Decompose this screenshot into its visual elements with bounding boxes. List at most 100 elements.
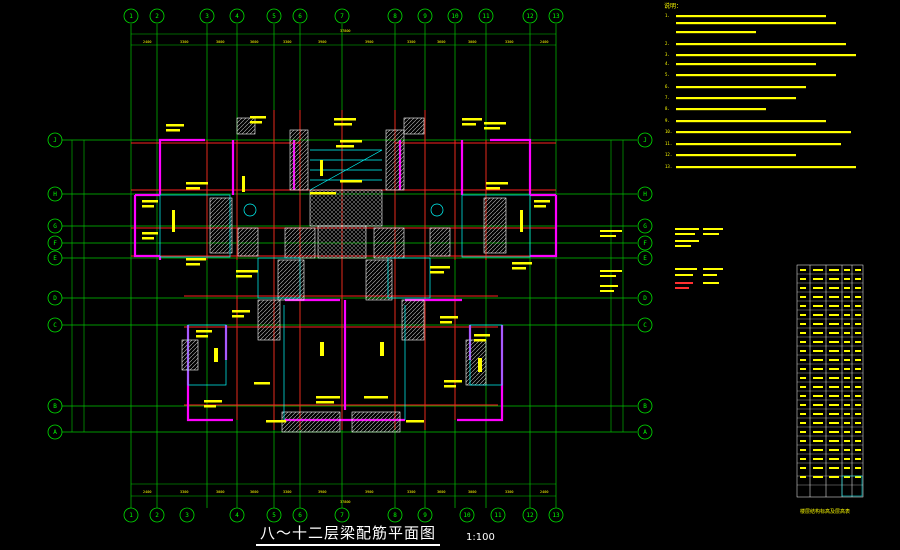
table-cell-mark — [855, 296, 861, 298]
bottom-axis-bubbles — [123, 507, 564, 523]
table-cell-mark — [844, 440, 850, 442]
table-cell-mark — [855, 467, 861, 469]
table-cell-mark — [813, 377, 823, 379]
table-cell-mark — [844, 359, 850, 361]
table-cell-mark — [855, 458, 861, 460]
notes-numbers: 1. 2. 3. 4. 5. 6. 7. 8. 9. 10. 11. 12. 1… — [665, 13, 672, 169]
table-cell-mark — [829, 467, 839, 469]
svg-text:3300: 3300 — [180, 490, 188, 494]
axis-label: C — [53, 322, 57, 329]
table-cell-mark — [829, 269, 839, 271]
table-cell-mark — [813, 323, 823, 325]
cyan-details — [159, 149, 531, 420]
axis-label: A — [53, 429, 57, 436]
table-cell-mark — [800, 449, 806, 451]
axis-label: J — [643, 137, 647, 144]
table-cell-mark — [813, 413, 823, 415]
svg-text:3900: 3900 — [365, 40, 373, 44]
table-cell-mark — [855, 359, 861, 361]
table-cell-mark — [800, 332, 806, 334]
svg-text:3900: 3900 — [318, 40, 326, 44]
note-number: 6. — [665, 84, 670, 89]
table-cell-mark — [844, 395, 850, 397]
axis-label: 3 — [205, 13, 209, 20]
table-cell-mark — [844, 413, 850, 415]
floor-table-cells — [800, 269, 861, 478]
table-cell-mark — [813, 449, 823, 451]
table-cell-mark — [844, 278, 850, 280]
note-number: 11. — [665, 141, 672, 146]
legend-red-marks — [675, 282, 693, 289]
table-cell-mark — [829, 296, 839, 298]
svg-text:3300: 3300 — [407, 490, 415, 494]
axis-label: 2 — [155, 512, 159, 519]
table-cell-mark — [829, 377, 839, 379]
grid-lines — [62, 24, 637, 508]
svg-text:3600: 3600 — [437, 490, 445, 494]
axis-label: 8 — [393, 13, 397, 20]
table-cell-mark — [829, 422, 839, 424]
table-cell-mark — [844, 296, 850, 298]
table-cell-mark — [844, 332, 850, 334]
table-cell-mark — [829, 350, 839, 352]
table-cell-mark — [813, 359, 823, 361]
note-number: 13. — [665, 164, 672, 169]
svg-text:3900: 3900 — [318, 490, 326, 494]
table-cell-mark — [844, 458, 850, 460]
left-axis-labels: J H G F E D C B A — [53, 137, 57, 436]
table-cell-mark — [829, 368, 839, 370]
table-cell-mark — [813, 395, 823, 397]
table-cell-mark — [800, 368, 806, 370]
table-cell-mark — [800, 341, 806, 343]
svg-text:3300: 3300 — [505, 40, 513, 44]
axis-label: E — [643, 255, 647, 262]
table-cell-mark — [844, 341, 850, 343]
table-cell-mark — [813, 350, 823, 352]
table-cell-mark — [813, 314, 823, 316]
svg-text:3000: 3000 — [468, 490, 476, 494]
note-number: 10. — [665, 129, 672, 134]
dimension-lines — [71, 33, 624, 497]
svg-text:3000: 3000 — [468, 40, 476, 44]
table-cell-mark — [829, 449, 839, 451]
table-cell-mark — [829, 359, 839, 361]
svg-text:3000: 3000 — [216, 490, 224, 494]
beam-lines — [131, 110, 556, 430]
table-cell-mark — [813, 458, 823, 460]
table-cell-mark — [813, 296, 823, 298]
floor-table — [796, 264, 864, 498]
table-cell-mark — [800, 413, 806, 415]
table-cell-mark — [829, 332, 839, 334]
axis-label: 13 — [552, 512, 560, 519]
axis-label: B — [643, 403, 647, 410]
right-axis-labels: J H G F E D C B A — [643, 137, 647, 436]
axis-label: 9 — [423, 512, 427, 519]
table-cell-mark — [844, 476, 850, 478]
table-cell-mark — [813, 440, 823, 442]
table-cell-mark — [855, 386, 861, 388]
table-cell-mark — [844, 377, 850, 379]
svg-text:3300: 3300 — [407, 40, 415, 44]
table-cell-mark — [844, 467, 850, 469]
svg-text:2400: 2400 — [143, 40, 151, 44]
axis-label: C — [643, 322, 647, 329]
table-cell-mark — [844, 449, 850, 451]
svg-text:3000: 3000 — [216, 40, 224, 44]
axis-label: 3 — [185, 512, 189, 519]
table-cell-mark — [800, 422, 806, 424]
svg-text:37800: 37800 — [340, 29, 351, 33]
table-cell-mark — [813, 404, 823, 406]
svg-text:3900: 3900 — [365, 490, 373, 494]
note-number: 2. — [665, 41, 670, 46]
axis-label: 7 — [340, 13, 344, 20]
table-cell-mark — [855, 341, 861, 343]
table-cell-mark — [829, 341, 839, 343]
axis-label: 12 — [526, 512, 534, 519]
table-cell-mark — [813, 476, 823, 478]
svg-text:3300: 3300 — [180, 40, 188, 44]
table-cell-mark — [800, 287, 806, 289]
notes-lines — [676, 15, 856, 169]
table-cell-mark — [800, 305, 806, 307]
svg-text:3600: 3600 — [437, 40, 445, 44]
axis-label: F — [643, 240, 647, 247]
